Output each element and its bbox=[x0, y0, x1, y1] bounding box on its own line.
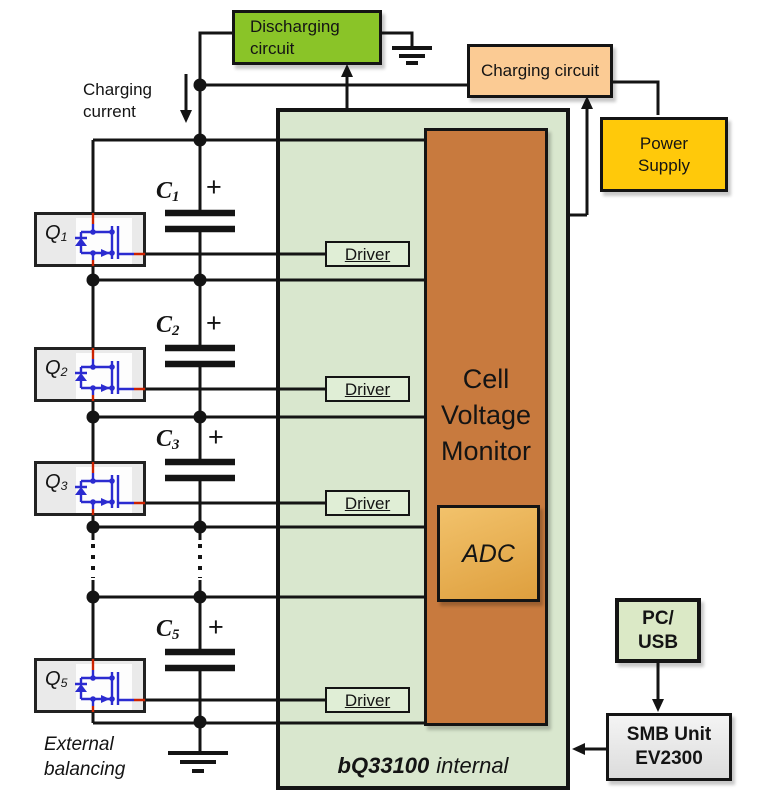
transistor-box-q3: Q3 bbox=[34, 461, 146, 516]
ground-icon bbox=[382, 31, 432, 65]
power-supply-label: Power Supply bbox=[638, 133, 690, 175]
transistor-box-q2: Q2 bbox=[34, 347, 146, 402]
power-supply-box: Power Supply bbox=[600, 117, 728, 192]
charging-circuit-box: Charging circuit bbox=[467, 44, 613, 98]
mosfet-background bbox=[76, 467, 132, 513]
driver-label: Driver bbox=[344, 244, 391, 264]
driver-box-1: Driver bbox=[325, 241, 410, 267]
ground-icon bbox=[168, 751, 228, 773]
capacitor-icon-c5 bbox=[165, 648, 235, 672]
arrow-up-discharging bbox=[341, 64, 353, 110]
capacitor-label-c3: C3 bbox=[156, 426, 180, 453]
arrow-pc-to-smb bbox=[652, 663, 664, 712]
external-balancing-label: External balancing bbox=[44, 734, 126, 780]
junction-dots bbox=[86, 78, 207, 729]
transistor-label-q1: Q1 bbox=[45, 222, 68, 245]
driver-box-2: Driver bbox=[325, 376, 410, 402]
charging-circuit-label: Charging circuit bbox=[480, 61, 600, 80]
smb-unit-label: SMB Unit EV2300 bbox=[626, 724, 712, 769]
arrow-up-charging bbox=[570, 96, 593, 217]
charging-current-label: Charging current bbox=[83, 80, 152, 121]
driver-label: Driver bbox=[344, 690, 391, 710]
transistor-box-q1: Q1 bbox=[34, 212, 146, 267]
mosfet-background bbox=[76, 664, 132, 710]
plus-sign: + bbox=[208, 612, 224, 642]
chip-name-label: bQ33100 bbox=[337, 753, 430, 778]
capacitor-label-c5: C5 bbox=[156, 616, 180, 643]
mosfet-background bbox=[76, 353, 132, 399]
capacitor-label-c2: C2 bbox=[156, 312, 180, 339]
driver-box-4: Driver bbox=[325, 687, 410, 713]
transistor-label-q2: Q2 bbox=[45, 357, 68, 380]
plus-sign: + bbox=[206, 172, 222, 202]
transistor-label-q5: Q5 bbox=[45, 668, 68, 691]
driver-label: Driver bbox=[344, 493, 391, 513]
capacitor-label-c1: C1 bbox=[156, 178, 180, 205]
transistor-label-q3: Q3 bbox=[45, 471, 68, 494]
plus-sign: + bbox=[208, 422, 224, 452]
adc-label: ADC bbox=[462, 539, 515, 568]
mosfet-background bbox=[76, 218, 132, 264]
driver-box-3: Driver bbox=[325, 490, 410, 516]
capacitor-icon-c3 bbox=[165, 458, 235, 482]
adc-box: ADC bbox=[437, 505, 540, 602]
discharging-circuit-label: Discharging circuit bbox=[250, 16, 340, 58]
capacitor-icon-c1 bbox=[165, 209, 235, 233]
cell-voltage-monitor-label: Cell Voltage Monitor bbox=[440, 364, 532, 466]
capacitor-icon-c2 bbox=[165, 344, 235, 368]
chip-internal-label: internal bbox=[436, 753, 509, 778]
arrow-smb-to-chip bbox=[572, 743, 606, 755]
smb-unit-box: SMB Unit EV2300 bbox=[606, 713, 732, 781]
plus-sign: + bbox=[206, 308, 222, 338]
charging-current-arrow-icon bbox=[180, 74, 192, 123]
driver-label: Driver bbox=[344, 379, 391, 399]
discharging-circuit-box: Discharging circuit bbox=[232, 10, 382, 65]
pc-usb-label: PC/ USB bbox=[637, 607, 679, 653]
pc-usb-box: PC/ USB bbox=[615, 598, 701, 663]
cell-voltage-monitor-box: Cell Voltage Monitor bbox=[424, 128, 548, 726]
transistor-box-q5: Q5 bbox=[34, 658, 146, 713]
